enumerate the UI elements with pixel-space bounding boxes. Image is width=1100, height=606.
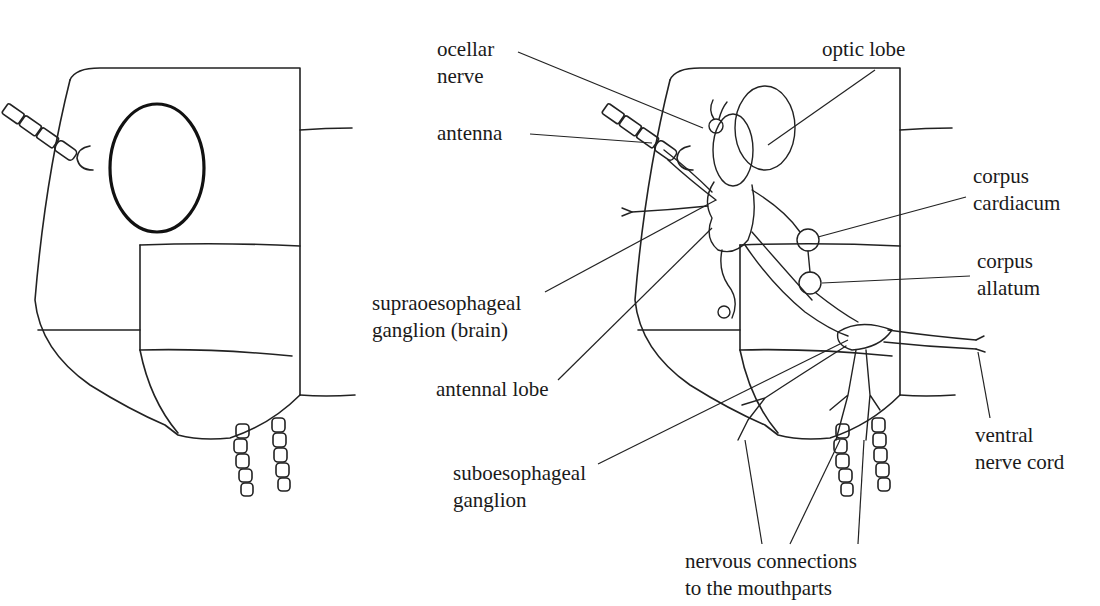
ocellar-nerve-shape — [711, 100, 727, 119]
corpus-allatum-shape — [799, 272, 821, 294]
leader-line — [822, 276, 970, 283]
leader-line — [745, 440, 762, 544]
optic-lobe-shape — [735, 86, 795, 170]
ventral-nerve-cord-end — [976, 336, 985, 352]
corpus-cardiacum-shape — [797, 229, 819, 251]
part-label: corpus allatum — [977, 248, 1087, 302]
head-left — [2, 68, 355, 496]
mouthpart-nerve — [866, 350, 880, 440]
part-label: nervous connections to the mouthparts — [685, 548, 877, 602]
leader-line — [530, 134, 652, 143]
connective — [752, 232, 812, 300]
ventral-nerve-cord-shape — [884, 330, 976, 349]
protocerebrum-shape — [713, 114, 753, 186]
leader-line — [790, 440, 840, 544]
mouthpart-nerve — [738, 346, 846, 440]
connective — [745, 245, 848, 336]
leader-line — [558, 228, 712, 380]
frontal-ganglion — [622, 208, 632, 216]
part-label: suboesophageal ganglion — [453, 460, 625, 514]
small-ganglion — [718, 306, 730, 318]
leader-line — [768, 70, 875, 145]
leader-line — [858, 440, 864, 544]
brain-shape — [707, 182, 754, 252]
part-label: ocellar nerve — [437, 36, 537, 90]
part-label: ventral nerve cord — [975, 422, 1081, 476]
part-label: supraoesophageal ganglion (brain) — [372, 290, 550, 344]
allatum-nerve — [808, 251, 810, 272]
mouthpart-nerve — [830, 350, 856, 440]
leader-line — [978, 352, 990, 418]
ocellus-ganglion — [709, 119, 723, 133]
allatum-nerve — [816, 293, 858, 322]
head-right — [602, 68, 955, 496]
leader-line — [598, 340, 848, 464]
part-label: optic lobe — [822, 36, 942, 63]
antennal-nerve — [664, 150, 716, 200]
cardiacum-nerve — [752, 190, 800, 232]
leader-line — [545, 200, 716, 292]
compound-eye — [110, 104, 204, 232]
leader-line — [818, 197, 966, 237]
part-label: antenna — [437, 120, 537, 147]
leader-lines — [518, 52, 990, 544]
leader-line — [518, 52, 703, 128]
part-label: corpus cardiacum — [973, 163, 1095, 217]
part-label: antennal lobe — [436, 376, 586, 403]
